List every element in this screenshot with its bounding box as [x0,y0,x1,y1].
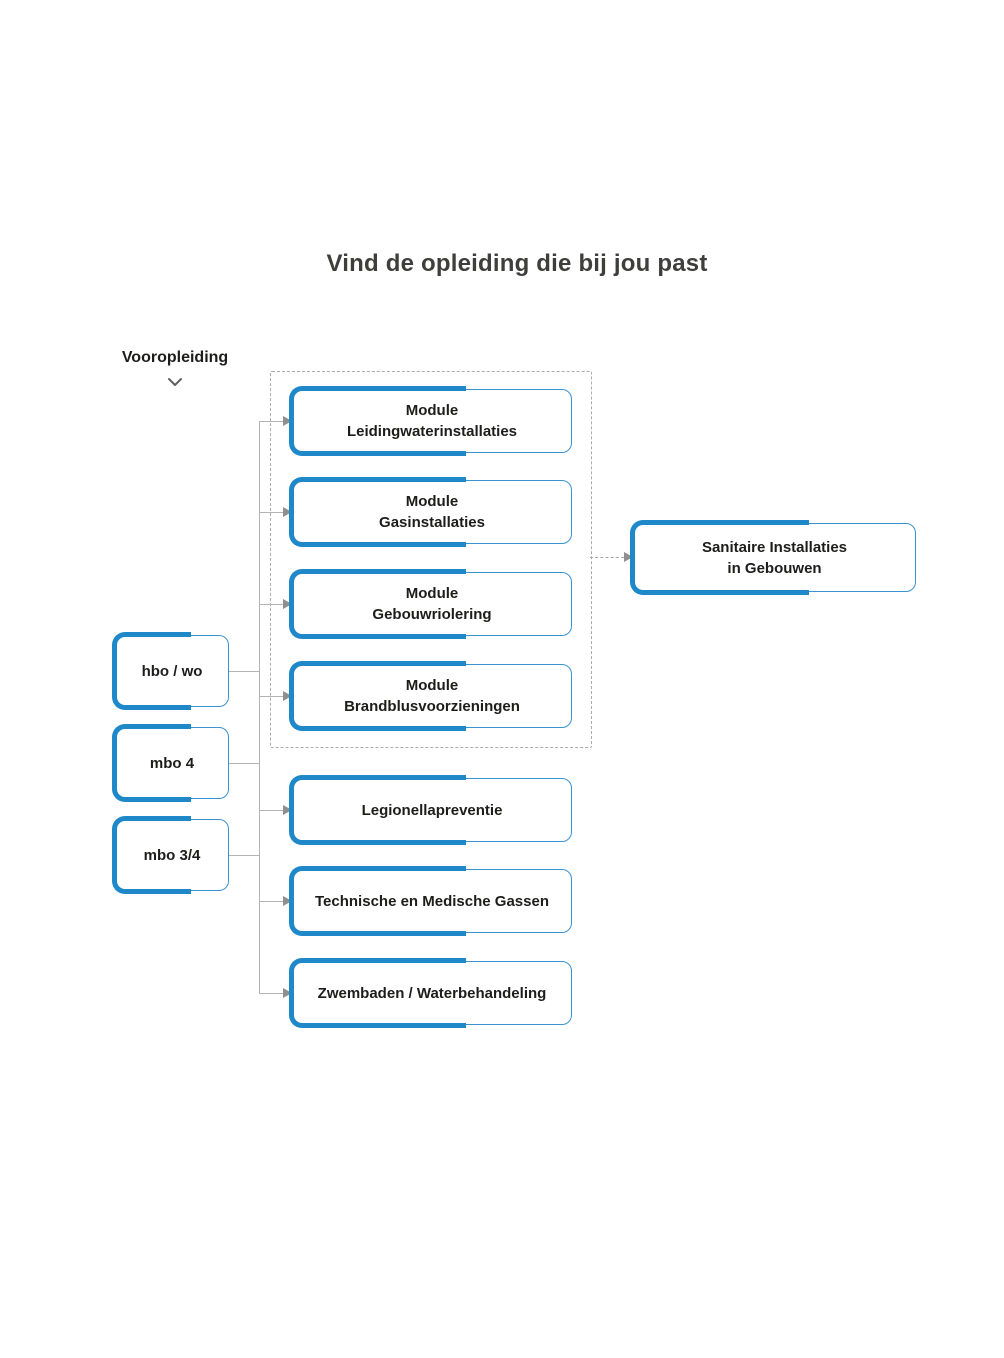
node-module-gebouwriolering[interactable]: Module Gebouwriolering [289,569,572,639]
vooropleiding-filter-label[interactable]: Vooropleiding [121,349,229,366]
node-module-leidingwaterinstallaties[interactable]: Module Leidingwaterinstallaties [289,386,572,456]
connector-hbo-to-trunk [229,671,259,672]
connector-branch-legionella [259,810,283,811]
arrow-right-icon [283,896,292,906]
module-group-outline [270,371,592,748]
arrow-right-icon [283,988,292,998]
page-title: Vind de opleiding die bij jou past [326,250,708,277]
connector-branch-gebouwriolering [259,604,283,605]
node-legionellapreventie[interactable]: Legionellapreventie [289,775,572,845]
connector-trunk-line [259,421,260,993]
node-zwembaden-waterbehandeling[interactable]: Zwembaden / Waterbehandeling [289,958,572,1028]
connector-branch-gas [259,512,283,513]
connector-branch-zwembaden [259,993,283,994]
arrow-right-icon [283,691,292,701]
node-module-gasinstallaties[interactable]: Module Gasinstallaties [289,477,572,547]
arrow-right-icon [283,416,292,426]
connector-group-to-sanitaire [590,557,624,558]
node-hbo-wo[interactable]: hbo / wo [112,632,229,710]
arrow-right-icon [283,599,292,609]
connector-branch-leidingwater [259,421,283,422]
node-module-brandblusvoorzieningen[interactable]: Module Brandblusvoorzieningen [289,661,572,731]
chevron-down-icon[interactable] [167,374,183,386]
connector-mbo34-to-trunk [229,855,259,856]
arrow-right-icon [624,552,633,562]
node-mbo-4[interactable]: mbo 4 [112,724,229,802]
connector-branch-technische-gassen [259,901,283,902]
node-mbo-3-4[interactable]: mbo 3/4 [112,816,229,894]
node-sanitaire-installaties-in-gebouwen[interactable]: Sanitaire Installaties in Gebouwen [630,520,916,595]
arrow-right-icon [283,805,292,815]
arrow-right-icon [283,507,292,517]
node-technische-en-medische-gassen[interactable]: Technische en Medische Gassen [289,866,572,936]
connector-branch-brandblus [259,696,283,697]
connector-mbo4-to-trunk [229,763,259,764]
